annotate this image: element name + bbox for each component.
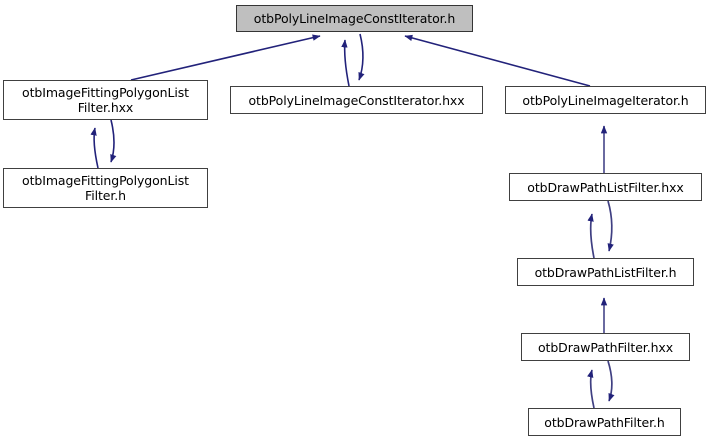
node-otb-poly-line-image-const-iterator-hxx[interactable]: otbPolyLineImageConstIterator.hxx — [230, 86, 483, 114]
node-label: otbPolyLineImageConstIterator.hxx — [248, 92, 465, 108]
edge-imagefitting-hxx-to-root — [130, 34, 321, 81]
node-otb-image-fitting-polygon-list-filter-hxx[interactable]: otbImageFittingPolygonList Filter.hxx — [3, 80, 208, 120]
node-label: otbImageFittingPolygonList Filter.hxx — [22, 85, 189, 115]
node-otb-image-fitting-polygon-list-filter-h[interactable]: otbImageFittingPolygonList Filter.h — [3, 168, 208, 208]
node-label: otbPolyLineImageIterator.h — [522, 92, 689, 108]
node-label: otbDrawPathFilter.hxx — [538, 339, 673, 355]
node-otb-draw-path-list-filter-hxx[interactable]: otbDrawPathListFilter.hxx — [509, 173, 702, 201]
node-label: otbDrawPathListFilter.h — [534, 264, 677, 280]
node-otb-draw-path-filter-h[interactable]: otbDrawPathFilter.h — [528, 408, 681, 436]
edge-root-to-polyline-const-hxx — [358, 33, 365, 81]
node-otb-draw-path-filter-hxx[interactable]: otbDrawPathFilter.hxx — [521, 333, 690, 361]
node-label: otbPolyLineImageConstIterator.h — [253, 11, 456, 26]
edge-drawpath-hxx-to-drawpath-h — [607, 360, 615, 402]
node-label: otbImageFittingPolygonList Filter.h — [22, 173, 189, 203]
edge-imagefitting-hxx-to-imagefitting-h — [110, 119, 117, 163]
edge-drawpathlist-h-to-drawpathlist-hxx — [587, 213, 595, 259]
edge-drawpathlist-hxx-to-drawpathlist-h — [607, 200, 614, 252]
node-label: otbDrawPathFilter.h — [544, 414, 665, 430]
edge-polyline-const-hxx-to-root — [341, 39, 350, 87]
edge-imagefitting-h-to-imagefitting-hxx — [90, 127, 99, 169]
node-label: otbDrawPathListFilter.hxx — [527, 179, 684, 195]
edge-polyline-iterator-h-to-root — [404, 34, 591, 87]
edge-drawpath-h-to-drawpath-hxx — [587, 369, 595, 409]
node-otb-poly-line-image-const-iterator-h[interactable]: otbPolyLineImageConstIterator.h — [236, 5, 473, 32]
node-otb-draw-path-list-filter-h[interactable]: otbDrawPathListFilter.h — [517, 258, 694, 286]
node-otb-poly-line-image-iterator-h[interactable]: otbPolyLineImageIterator.h — [505, 86, 706, 114]
